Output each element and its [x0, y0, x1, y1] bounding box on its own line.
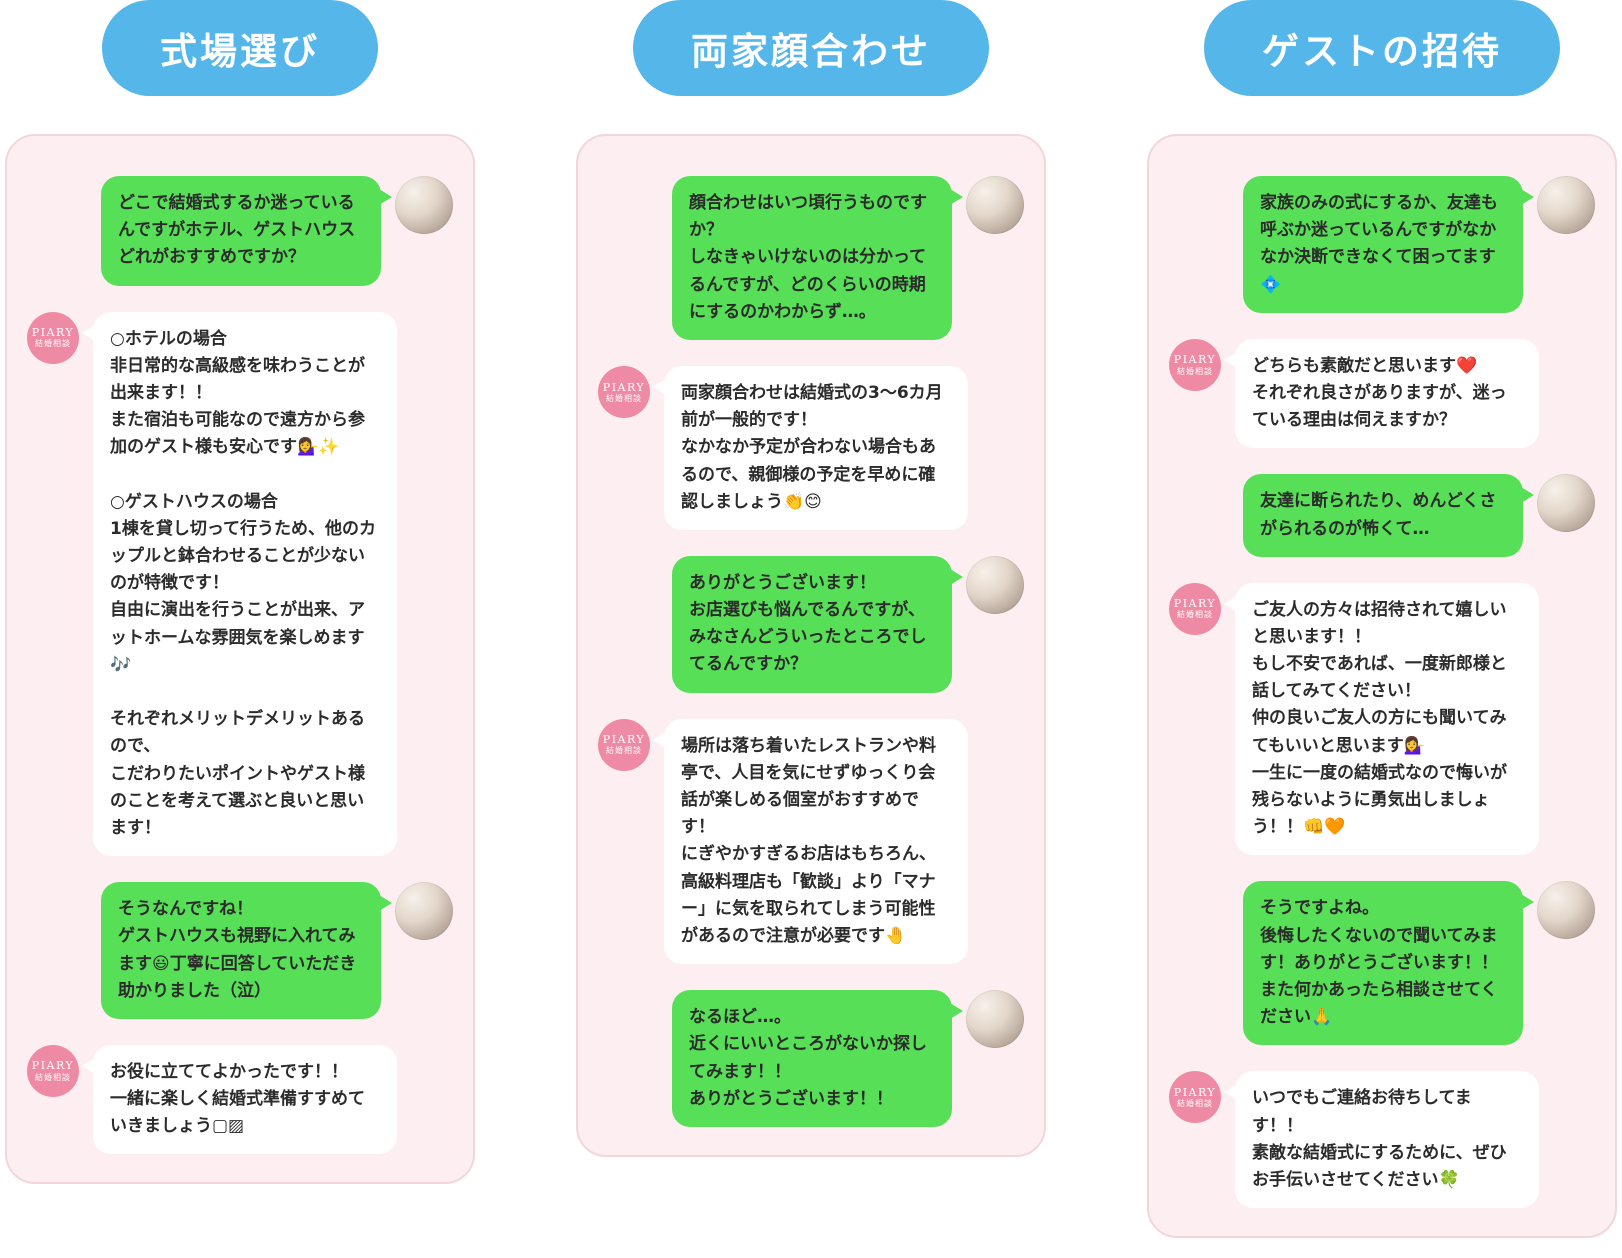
piary-avatar: PIARY 結婚相談	[1169, 582, 1221, 635]
piary-avatar-name: PIARY	[31, 1059, 75, 1073]
user-message-bubble: 家族のみの式にするか、友達も呼ぶか迷っているんですがなかなか決断できなくて困って…	[1243, 176, 1534, 313]
user-avatar	[395, 882, 453, 941]
column-title: 式場選び	[160, 30, 320, 73]
message-text: ありがとうございます！ お店選びも悩んでるんですが、みなさんどういったところでし…	[689, 572, 927, 675]
user-message-row: どこで結婚式するか迷っているんですがホテル、ゲストハウスどれがおすすめですか？	[27, 176, 453, 286]
column-title: 両家顔合わせ	[691, 30, 931, 73]
user-message-row: そうですよね。 後悔したくないので聞いてみます！ありがとうございます！！また何か…	[1169, 881, 1595, 1046]
chat-columns: 式場選び どこで結婚式するか迷っているんですがホテル、ゲストハウスどれがおすすめ…	[5, 0, 1617, 1239]
column-header-pill: 式場選び	[102, 0, 378, 96]
message-text: 友達に断られたり、めんどくさがられるのが怖くて…	[1260, 491, 1497, 539]
consultant-message-bubble: 場所は落ち着いたレストランや料亭で、人目を気にせずゆっくり会話が楽しめる個室がお…	[653, 718, 968, 965]
piary-avatar: PIARY 結婚相談	[27, 1044, 79, 1097]
consultant-message-row: PIARY 結婚相談 場所は落ち着いたレストランや料亭で、人目を気にせずゆっくり…	[598, 718, 1024, 965]
consultant-message-row: PIARY 結婚相談 いつでもご連絡お待ちしてます！！ 素敵な結婚式にするために…	[1169, 1071, 1595, 1209]
piary-avatar-subtitle: 結婚相談	[35, 339, 71, 349]
message-text: 場所は落ち着いたレストランや料亭で、人目を気にせずゆっくり会話が楽しめる個室がお…	[681, 735, 936, 946]
piary-avatar: PIARY 結婚相談	[598, 365, 650, 418]
chat-panel: どこで結婚式するか迷っているんですがホテル、ゲストハウスどれがおすすめですか？ …	[5, 134, 475, 1185]
user-avatar	[966, 176, 1024, 234]
chat-panel: 家族のみの式にするか、友達も呼ぶか迷っているんですがなかなか決断できなくて困って…	[1147, 134, 1617, 1239]
user-message-bubble: そうですよね。 後悔したくないので聞いてみます！ありがとうございます！！また何か…	[1243, 881, 1534, 1046]
user-message-row: 友達に断られたり、めんどくさがられるのが怖くて…	[1169, 474, 1595, 557]
consultant-message-bubble: どちらも素敵だと思います❤️ それぞれ良さがありますが、迷っている理由は伺えます…	[1224, 338, 1539, 449]
column-header-pill: ゲストの招待	[1204, 0, 1560, 96]
consultant-message-row: PIARY 結婚相談 ご友人の方々は招待されて嬉しいと思います！！ もし不安であ…	[1169, 582, 1595, 856]
message-text: なるほど…。 近くにいいところがないか探してみます！！ ありがとうございます！！	[689, 1007, 927, 1109]
chat-column: ゲストの招待 家族のみの式にするか、友達も呼ぶか迷っているんですがなかなか決断で…	[1147, 0, 1617, 1239]
message-text: 家族のみの式にするか、友達も呼ぶか迷っているんですがなかなか決断できなくて困って…	[1260, 193, 1498, 295]
column-title: ゲストの招待	[1262, 30, 1502, 73]
message-text: 顔合わせはいつ頃行うものですか？ しなきゃいけないのは分かってるんですが、どのく…	[689, 193, 927, 322]
consultant-message-bubble: ご友人の方々は招待されて嬉しいと思います！！ もし不安であれば、一度新郎様と話し…	[1224, 582, 1539, 856]
chat-column: 両家顔合わせ 顔合わせはいつ頃行うものですか？ しなきゃいけないのは分かってるん…	[576, 0, 1046, 1238]
user-message-bubble: 友達に断られたり、めんどくさがられるのが怖くて…	[1243, 474, 1534, 557]
piary-avatar-subtitle: 結婚相談	[606, 393, 642, 403]
piary-avatar-name: PIARY	[1173, 353, 1217, 367]
user-message-row: ありがとうございます！ お店選びも悩んでるんですが、みなさんどういったところでし…	[598, 555, 1024, 693]
consultant-message-bubble: いつでもご連絡お待ちしてます！！ 素敵な結婚式にするために、ぜひお手伝いさせてく…	[1224, 1071, 1539, 1209]
message-text: ○ホテルの場合 非日常的な高級感を味わうことが出来ます！！ また宿泊も可能なので…	[110, 328, 376, 838]
consultant-message-row: PIARY 結婚相談 ○ホテルの場合 非日常的な高級感を味わうことが出来ます！！…	[27, 311, 453, 857]
column-header-pill: 両家顔合わせ	[633, 0, 989, 96]
consultant-message-bubble: お役に立ててよかったです！！ 一緒に楽しく結婚式準備すすめていきましょう▢▨	[82, 1044, 397, 1155]
user-avatar	[395, 176, 453, 234]
piary-avatar-name: PIARY	[1173, 597, 1217, 611]
consultant-message-bubble: 両家顔合わせは結婚式の3～6カ月前が一般的です！ なかなか予定が合わない場合もあ…	[653, 365, 968, 530]
user-avatar	[1537, 474, 1595, 533]
piary-avatar-subtitle: 結婚相談	[606, 746, 642, 756]
user-avatar	[966, 555, 1024, 614]
piary-avatar-name: PIARY	[602, 733, 646, 747]
piary-avatar: PIARY 結婚相談	[1169, 1071, 1221, 1124]
piary-avatar-subtitle: 結婚相談	[1177, 610, 1213, 620]
message-text: どこで結婚式するか迷っているんですがホテル、ゲストハウスどれがおすすめですか？	[118, 193, 356, 268]
user-message-row: 顔合わせはいつ頃行うものですか？ しなきゃいけないのは分かってるんですが、どのく…	[598, 176, 1024, 340]
consultant-message-bubble: ○ホテルの場合 非日常的な高級感を味わうことが出来ます！！ また宿泊も可能なので…	[82, 311, 397, 857]
piary-avatar-subtitle: 結婚相談	[1177, 1099, 1213, 1109]
piary-avatar: PIARY 結婚相談	[27, 311, 79, 364]
user-message-row: そうなんですね！ ゲストハウスも視野に入れてみます😃丁寧に回答していただき助かり…	[27, 882, 453, 1019]
piary-avatar: PIARY 結婚相談	[1169, 338, 1221, 391]
piary-avatar-name: PIARY	[31, 326, 75, 340]
consultant-message-row: PIARY 結婚相談 どちらも素敵だと思います❤️ それぞれ良さがありますが、迷…	[1169, 338, 1595, 449]
message-text: いつでもご連絡お待ちしてます！！ 素敵な結婚式にするために、ぜひお手伝いさせてく…	[1252, 1088, 1507, 1190]
user-message-bubble: ありがとうございます！ お店選びも悩んでるんですが、みなさんどういったところでし…	[672, 555, 963, 693]
message-text: そうですよね。 後悔したくないので聞いてみます！ありがとうございます！！また何か…	[1260, 898, 1498, 1028]
user-message-bubble: なるほど…。 近くにいいところがないか探してみます！！ ありがとうございます！！	[672, 990, 963, 1127]
message-text: そうなんですね！ ゲストハウスも視野に入れてみます😃丁寧に回答していただき助かり…	[118, 899, 357, 1001]
user-message-row: 家族のみの式にするか、友達も呼ぶか迷っているんですがなかなか決断できなくて困って…	[1169, 176, 1595, 313]
user-message-bubble: 顔合わせはいつ頃行うものですか？ しなきゃいけないのは分かってるんですが、どのく…	[672, 176, 963, 340]
consultant-message-row: PIARY 結婚相談 お役に立ててよかったです！！ 一緒に楽しく結婚式準備すすめ…	[27, 1044, 453, 1155]
consultant-message-row: PIARY 結婚相談 両家顔合わせは結婚式の3～6カ月前が一般的です！ なかなか…	[598, 365, 1024, 530]
user-message-bubble: そうなんですね！ ゲストハウスも視野に入れてみます😃丁寧に回答していただき助かり…	[101, 882, 392, 1019]
message-text: お役に立ててよかったです！！ 一緒に楽しく結婚式準備すすめていきましょう▢▨	[110, 1061, 365, 1137]
user-message-bubble: どこで結婚式するか迷っているんですがホテル、ゲストハウスどれがおすすめですか？	[101, 176, 392, 286]
message-text: 両家顔合わせは結婚式の3～6カ月前が一般的です！ なかなか予定が合わない場合もあ…	[681, 382, 943, 512]
piary-avatar-name: PIARY	[1173, 1085, 1217, 1099]
piary-avatar-subtitle: 結婚相談	[35, 1072, 71, 1082]
piary-avatar-name: PIARY	[602, 380, 646, 394]
user-avatar	[1537, 881, 1595, 940]
chat-panel: 顔合わせはいつ頃行うものですか？ しなきゃいけないのは分かってるんですが、どのく…	[576, 134, 1046, 1157]
user-message-row: なるほど…。 近くにいいところがないか探してみます！！ ありがとうございます！！	[598, 990, 1024, 1127]
piary-avatar: PIARY 結婚相談	[598, 718, 650, 771]
message-text: どちらも素敵だと思います❤️ それぞれ良さがありますが、迷っている理由は伺えます…	[1252, 355, 1507, 431]
user-avatar	[966, 990, 1024, 1049]
piary-avatar-subtitle: 結婚相談	[1177, 366, 1213, 376]
message-text: ご友人の方々は招待されて嬉しいと思います！！ もし不安であれば、一度新郎様と話し…	[1252, 599, 1507, 838]
chat-column: 式場選び どこで結婚式するか迷っているんですがホテル、ゲストハウスどれがおすすめ…	[5, 0, 475, 1238]
user-avatar	[1537, 176, 1595, 234]
